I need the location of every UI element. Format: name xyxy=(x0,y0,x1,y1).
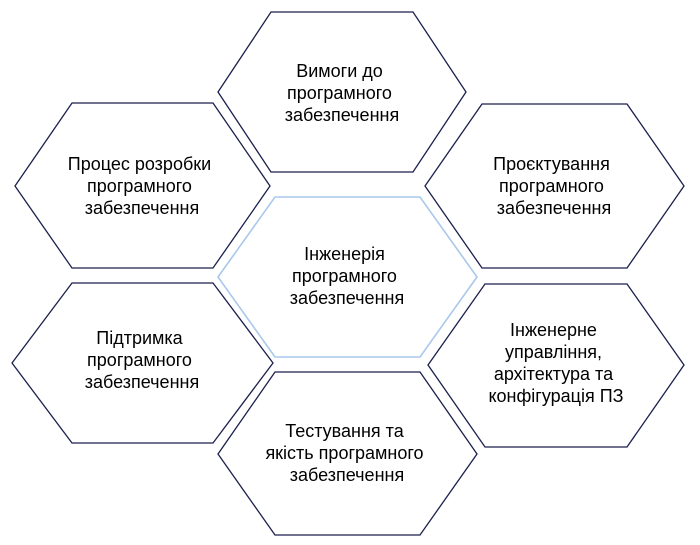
hex-software-maintenance: Підтримка програмного забезпечення xyxy=(11,282,274,444)
hex-label-line: забезпечення xyxy=(497,198,611,218)
hex-label-line: забезпечення xyxy=(285,105,399,125)
hex-engineering-management: Інженерне управління, архітектура та кон… xyxy=(427,283,685,448)
hex-software-engineering-center-label: Інженерія програмного забезпечення xyxy=(290,244,404,308)
hex-label-line: Процес розробки xyxy=(68,154,211,174)
hex-software-testing-quality-label: Тестування та якість програмного забезпе… xyxy=(265,421,428,485)
hex-label-line: програмного xyxy=(287,83,392,103)
hex-engineering-management-label: Інженерне управління, архітектура та кон… xyxy=(488,320,623,406)
hex-label-line: архітектура та xyxy=(494,364,614,384)
hex-software-design: Проєктування програмного забезпечення xyxy=(424,103,685,269)
hex-label-line: забезпечення xyxy=(290,288,404,308)
hex-label-line: забезпечення xyxy=(290,465,404,485)
hex-label-line: забезпечення xyxy=(85,198,199,218)
hex-label-line: програмного xyxy=(87,350,192,370)
hex-software-requirements-label: Вимоги до програмного забезпечення xyxy=(285,61,399,125)
hex-software-design-label: Проєктування програмного забезпечення xyxy=(493,154,615,218)
hex-label-line: Тестування та xyxy=(285,421,404,441)
hex-software-testing-quality: Тестування та якість програмного забезпе… xyxy=(217,371,478,536)
hex-label-line: конфігурація ПЗ xyxy=(488,386,623,406)
hex-label-line: управління, xyxy=(505,342,602,362)
hex-label-line: Інженерія xyxy=(304,244,385,264)
hex-label-line: якість програмного xyxy=(265,443,423,463)
hex-software-development-process-label: Процес розробки програмного забезпечення xyxy=(68,154,216,218)
hex-label-line: програмного xyxy=(87,176,192,196)
hex-software-maintenance-label: Підтримка програмного забезпечення xyxy=(85,328,199,392)
hex-label-line: програмного xyxy=(499,176,604,196)
hex-label-line: Вимоги до xyxy=(296,61,383,81)
hex-label-line: Підтримка xyxy=(96,328,183,348)
hex-label-line: забезпечення xyxy=(85,372,199,392)
hex-label-line: Інженерне xyxy=(510,320,597,340)
hex-label-line: програмного xyxy=(292,266,397,286)
hex-software-requirements: Вимоги до програмного забезпечення xyxy=(217,11,467,173)
hex-software-engineering-center: Інженерія програмного забезпечення xyxy=(217,196,478,358)
hex-label-line: Проєктування xyxy=(493,154,610,174)
hex-software-development-process: Процес розробки програмного забезпечення xyxy=(14,102,271,269)
